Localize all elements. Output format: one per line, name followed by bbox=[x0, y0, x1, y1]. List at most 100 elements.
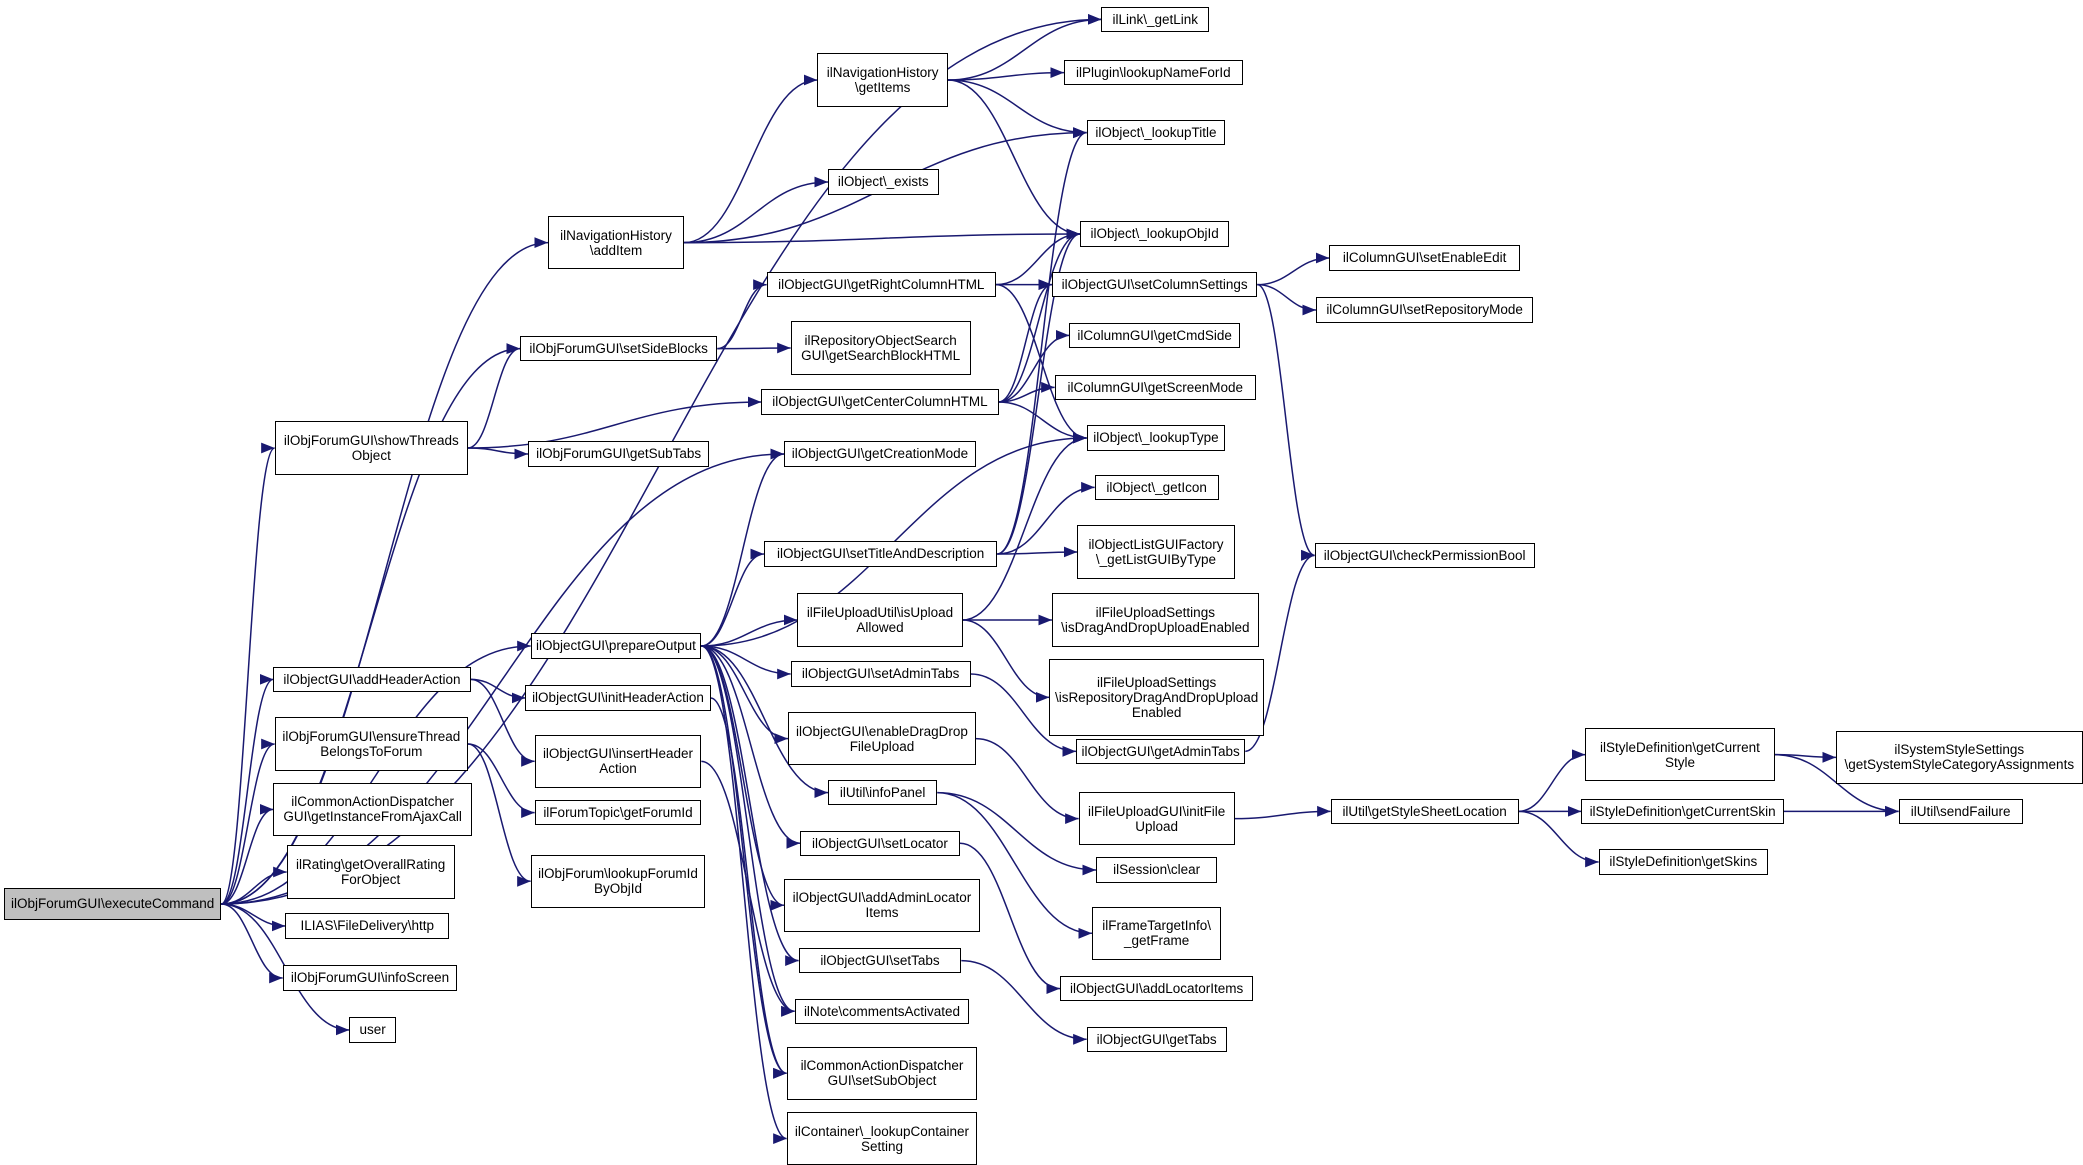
edge-showThreads-setSide bbox=[467, 343, 521, 449]
node-repoDrag[interactable]: ilFileUploadSettings\isRepositoryDragAnd… bbox=[1049, 658, 1264, 736]
node-addLocItems[interactable]: ilObjectGUI\addLocatorItems bbox=[1059, 975, 1254, 1002]
node-label: ilCommonActionDispatcher bbox=[291, 794, 455, 810]
node-label: ilObjectListGUIFactory bbox=[1088, 536, 1224, 552]
edge-getAdminTabs-checkPerm bbox=[1245, 550, 1315, 753]
node-cmdSide[interactable]: ilColumnGUI\getCmdSide bbox=[1069, 322, 1240, 348]
node-initHeader[interactable]: ilObjectGUI\initHeaderAction bbox=[525, 685, 711, 711]
node-frameTarget[interactable]: ilFrameTargetInfo\_getFrame bbox=[1091, 906, 1222, 960]
edge-insertHeader-noteComments bbox=[701, 760, 795, 1017]
node-label: Object bbox=[351, 447, 391, 463]
node-navAdd[interactable]: ilNavigationHistory\addItem bbox=[547, 215, 684, 270]
node-label: ilUtil\sendFailure bbox=[1910, 803, 2011, 819]
node-checkPerm[interactable]: ilObjectGUI\checkPermissionBool bbox=[1314, 542, 1535, 568]
node-label: ilObjectGUI\insertHeader bbox=[542, 746, 693, 762]
node-subTabs[interactable]: ilObjForumGUI\getSubTabs bbox=[527, 441, 710, 467]
node-label: Upload bbox=[1135, 818, 1178, 834]
node-sendFailure[interactable]: ilUtil\sendFailure bbox=[1898, 798, 2023, 824]
node-infoScreen[interactable]: ilObjForumGUI\infoScreen bbox=[282, 965, 458, 991]
node-infoPanel[interactable]: ilUtil\infoPanel bbox=[827, 779, 938, 806]
node-repoMode[interactable]: ilColumnGUI\setRepositoryMode bbox=[1315, 297, 1534, 323]
node-listFactory[interactable]: ilObjectListGUIFactory\_getListGUIByType bbox=[1077, 525, 1235, 579]
edge-prepare-addAdminLoc bbox=[701, 645, 785, 911]
node-getSkins[interactable]: ilStyleDefinition\getSkins bbox=[1598, 849, 1768, 875]
node-label: ilObjectGUI\addLocatorItems bbox=[1069, 981, 1244, 997]
edge-initFile-styleSheet bbox=[1234, 805, 1331, 820]
node-creationMode[interactable]: ilObjectGUI\getCreationMode bbox=[783, 441, 976, 467]
node-setColSet[interactable]: ilObjectGUI\setColumnSettings bbox=[1051, 271, 1258, 298]
edge-initHeader-setSubObj bbox=[710, 697, 787, 1079]
node-label: ilStyleDefinition\getCurrent bbox=[1600, 739, 1760, 755]
node-setSide[interactable]: ilObjForumGUI\setSideBlocks bbox=[519, 335, 718, 362]
node-addHeader[interactable]: ilObjectGUI\addHeaderAction bbox=[273, 666, 471, 692]
node-link[interactable]: ilLink\_getLink bbox=[1101, 6, 1210, 32]
node-getIcon[interactable]: ilObject\_getIcon bbox=[1094, 474, 1219, 500]
node-prepare[interactable]: ilObjectGUI\prepareOutput bbox=[530, 633, 702, 659]
node-label: ilObjectGUI\setColumnSettings bbox=[1061, 277, 1248, 293]
node-label: \isDragAndDropUploadEnabled bbox=[1061, 619, 1250, 635]
edge-getCenter-cmdSide bbox=[998, 329, 1070, 403]
node-getTabs[interactable]: ilObjectGUI\getTabs bbox=[1086, 1026, 1227, 1052]
node-setAdminTabs[interactable]: ilObjectGUI\setAdminTabs bbox=[790, 661, 971, 687]
node-getCenter[interactable]: ilObjectGUI\getCenterColumnHTML bbox=[761, 389, 999, 415]
node-setLocator[interactable]: ilObjectGUI\setLocator bbox=[799, 830, 960, 856]
node-user[interactable]: user bbox=[349, 1017, 396, 1043]
node-forumTopic[interactable]: ilForumTopic\getForumId bbox=[534, 799, 702, 826]
edge-setSide-repoSearch bbox=[717, 342, 791, 354]
node-label: Action bbox=[599, 761, 637, 777]
node-label: ByObjId bbox=[593, 881, 642, 897]
node-session[interactable]: ilSession\clear bbox=[1095, 857, 1218, 883]
edge-showThreads-subTabs bbox=[467, 447, 528, 460]
node-sysStyle[interactable]: ilSystemStyleSettings\getSystemStyleCate… bbox=[1835, 730, 2083, 784]
edge-prepare-noteComments bbox=[701, 645, 795, 1017]
node-label: \addItem bbox=[589, 242, 643, 258]
edge-setLocator-addLocItems bbox=[959, 842, 1060, 994]
node-label: Setting bbox=[860, 1138, 903, 1154]
node-label: GUI\getInstanceFromAjaxCall bbox=[283, 809, 462, 825]
node-noteComments[interactable]: ilNote\commentsActivated bbox=[794, 998, 970, 1024]
node-lookupType[interactable]: ilObject\_lookupType bbox=[1086, 425, 1226, 451]
node-dragDrop[interactable]: ilFileUploadSettings\isDragAndDropUpload… bbox=[1051, 593, 1259, 647]
edge-prepare-isUpload bbox=[701, 614, 798, 647]
node-label: ilFileUploadSettings bbox=[1095, 604, 1215, 620]
node-lookupTitle[interactable]: ilObject\_lookupTitle bbox=[1086, 119, 1226, 146]
node-fileDelivery[interactable]: ILIAS\FileDelivery\http bbox=[285, 913, 450, 939]
node-exec[interactable]: ilObjForumGUI\executeCommand bbox=[3, 887, 222, 920]
node-enableEdit[interactable]: ilColumnGUI\setEnableEdit bbox=[1329, 245, 1520, 271]
node-label: ilFrameTargetInfo\ bbox=[1102, 918, 1212, 934]
node-exists[interactable]: ilObject\_exists bbox=[827, 169, 939, 195]
edge-setTitleDesc-lookupTitle bbox=[997, 127, 1087, 555]
node-lookupObjId[interactable]: ilObject\_lookupObjId bbox=[1079, 221, 1230, 247]
node-currentSkin[interactable]: ilStyleDefinition\getCurrentSkin bbox=[1581, 798, 1784, 824]
edge-isUpload-lookupType bbox=[962, 432, 1087, 621]
node-getRight[interactable]: ilObjectGUI\getRightColumnHTML bbox=[766, 271, 996, 298]
edge-setSide-getRight bbox=[717, 279, 767, 350]
node-label: ilObject\_getIcon bbox=[1106, 479, 1207, 495]
node-setTabs[interactable]: ilObjectGUI\setTabs bbox=[798, 947, 962, 974]
node-label: FileUpload bbox=[849, 738, 915, 754]
node-navGet[interactable]: ilNavigationHistory\getItems bbox=[817, 53, 948, 107]
node-screenMode[interactable]: ilColumnGUI\getScreenMode bbox=[1054, 374, 1256, 400]
edge-setColSet-repoMode bbox=[1257, 283, 1316, 316]
node-label: ilColumnGUI\setEnableEdit bbox=[1342, 250, 1507, 266]
edge-exec-addHeader bbox=[221, 674, 274, 905]
node-setTitleDesc[interactable]: ilObjectGUI\setTitleAndDescription bbox=[763, 541, 998, 567]
node-styleSheet[interactable]: ilUtil\getStyleSheetLocation bbox=[1330, 798, 1519, 824]
node-label: ilObjForumGUI\getSubTabs bbox=[536, 446, 702, 462]
node-getAdminTabs[interactable]: ilObjectGUI\getAdminTabs bbox=[1075, 738, 1246, 764]
node-plugin[interactable]: ilPlugin\lookupNameForId bbox=[1063, 59, 1243, 86]
